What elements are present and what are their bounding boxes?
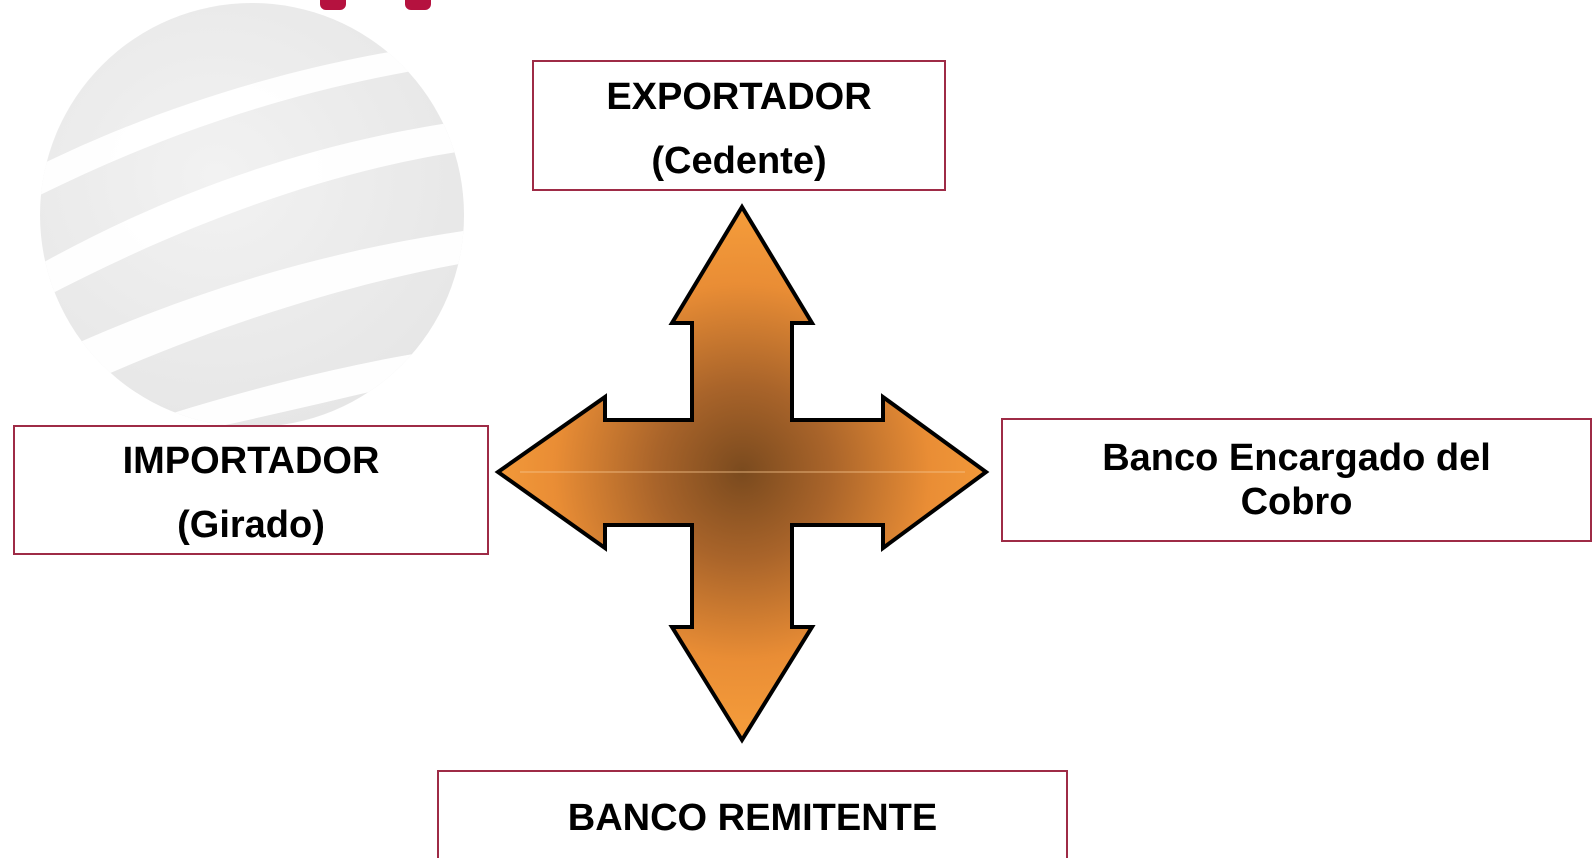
top-title-fragment [170,0,450,14]
importador-box: IMPORTADOR (Girado) [13,425,489,555]
globe-watermark-icon [40,3,464,427]
importador-role: (Girado) [177,504,325,546]
exportador-label: EXPORTADOR [606,76,872,118]
banco-remitente-label: BANCO REMITENTE [567,797,938,839]
title-fragment-mark [320,0,346,10]
banco-cobro-box: Banco Encargado del Cobro [1001,418,1592,542]
banco-cobro-label-line2: Cobro [1240,481,1353,523]
banco-cobro-label-line1: Banco Encargado del [1102,437,1491,479]
title-fragment-mark [405,0,431,10]
exportador-box: EXPORTADOR (Cedente) [532,60,946,191]
exportador-role: (Cedente) [651,140,827,182]
importador-label: IMPORTADOR [122,440,380,482]
bidirectional-cross-arrow [494,203,990,744]
banco-remitente-box: BANCO REMITENTE [437,770,1068,858]
